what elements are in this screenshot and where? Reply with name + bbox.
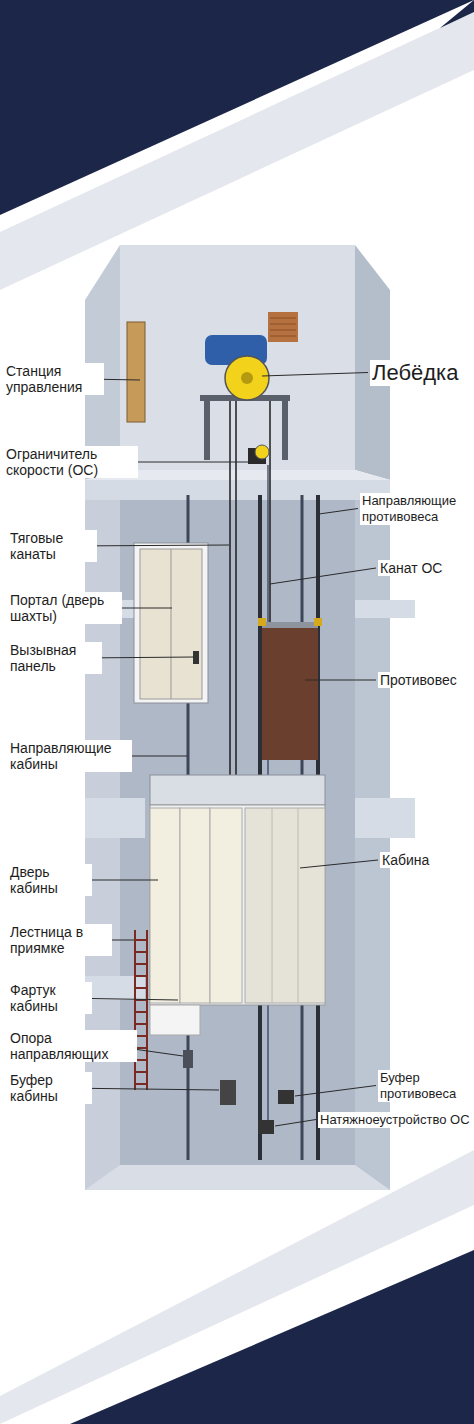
governor-pulley: [255, 445, 269, 459]
counterweight-buffer: [278, 1090, 294, 1104]
part-label: Кабина: [380, 852, 431, 868]
machine-room-wall: [120, 245, 355, 470]
landing-door: [140, 549, 202, 699]
part-label: Станция управления: [4, 363, 104, 395]
guide-shoe: [258, 618, 266, 626]
part-label: Направляющие противовеса: [360, 493, 474, 525]
cabin-body: [150, 805, 325, 1005]
part-label: Натяжноеустройство ОС: [318, 1112, 472, 1128]
winch-hub: [241, 372, 253, 384]
winch-sheave: [225, 356, 269, 400]
part-label: Направляющие кабины: [8, 740, 132, 772]
floor-slab: [355, 600, 415, 618]
rail-support: [183, 1050, 193, 1068]
leader-line: [305, 680, 376, 681]
traction-rope: [269, 398, 271, 630]
part-label: Канат ОС: [378, 560, 444, 576]
cabin-door-panel: [210, 808, 242, 1003]
floor-slab: [85, 480, 390, 500]
part-label: Портал (дверь шахты): [8, 592, 122, 624]
part-label: Фартук кабины: [8, 982, 92, 1014]
leader-line: [275, 1120, 316, 1127]
cabin-buffer: [220, 1080, 236, 1105]
pit-floor: [85, 1165, 390, 1190]
leader-line: [300, 860, 378, 868]
cabin-side: [245, 808, 325, 1003]
tension-device: [258, 1120, 274, 1134]
leader-line: [319, 509, 358, 515]
machine-frame: [282, 400, 288, 460]
guide-shoe: [314, 618, 322, 626]
cabin-panel-line: [298, 808, 299, 1003]
part-label: Дверь кабины: [8, 864, 92, 896]
machine-frame: [204, 400, 210, 460]
stripe-band: [0, 1150, 474, 1424]
vent-slats: [270, 318, 296, 336]
cabin-door-panel: [180, 808, 210, 1003]
part-label: Тяговые канаты: [8, 530, 97, 562]
part-label: Лестница в приямке: [8, 924, 112, 956]
leader-line: [295, 1086, 376, 1097]
vent-grille: [268, 312, 298, 342]
part-label: Противовес: [378, 672, 459, 688]
pit-ladder: [135, 930, 147, 1090]
traction-rope: [235, 398, 237, 778]
traction-rope: [229, 398, 231, 778]
control-station: [127, 322, 145, 422]
door-portal: [134, 543, 208, 703]
cabin-door-panel: [150, 808, 180, 1003]
part-label: Вызывная панель: [8, 642, 102, 674]
corner-band: [440, 0, 474, 28]
floor-slab: [85, 798, 145, 838]
corner-band: [0, 0, 474, 215]
leader-line: [270, 568, 376, 584]
part-label: Лебёдка: [370, 360, 460, 386]
part-label: Буфер кабины: [8, 1072, 92, 1104]
counterweight-frame: [262, 622, 318, 628]
door-split: [171, 549, 172, 699]
part-label: Ограничитель скорости (ОС): [4, 446, 138, 478]
cabin-apron: [150, 1005, 200, 1035]
part-label: Опора направляющих: [8, 1030, 137, 1062]
floor-slab: [355, 798, 415, 838]
cabin-panel-line: [272, 808, 273, 1003]
part-label: Буфер противовеса: [378, 1070, 474, 1102]
cabin-frame: [150, 775, 325, 805]
leader-line: [262, 373, 368, 377]
counterweight: [262, 628, 318, 760]
corner-band: [70, 1250, 474, 1424]
